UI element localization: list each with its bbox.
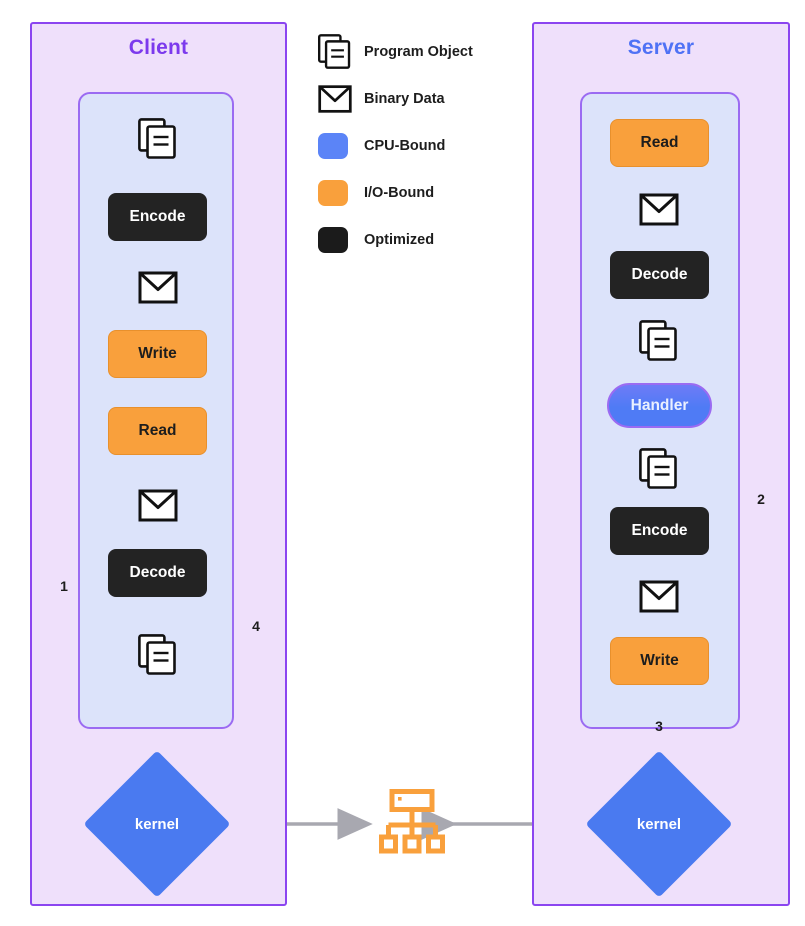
client-decode-label: Decode (129, 564, 186, 581)
legend: Program Object Binary Data CPU-Bound I/O… (318, 28, 518, 263)
client-write-label: Write (138, 345, 177, 362)
client-encode-node[interactable]: Encode (108, 193, 207, 241)
client-title: Client (128, 36, 189, 59)
server-program-object-in-icon (639, 320, 679, 362)
io-bound-swatch (318, 179, 348, 206)
network-sitemap-icon (379, 789, 445, 859)
flow-1-label: 1 (60, 578, 68, 594)
client-binary-data-out-icon (138, 270, 178, 305)
server-decode-node[interactable]: Decode (610, 251, 709, 299)
server-read-node[interactable]: Read (610, 119, 709, 167)
optimized-swatch (318, 226, 348, 253)
flow-3-label: 3 (655, 718, 663, 734)
flow-4-label: 4 (252, 618, 260, 634)
legend-program-object-icon (318, 33, 364, 70)
server-read-label: Read (640, 134, 679, 151)
legend-item-optimized: Optimized (318, 216, 518, 263)
client-kernel-node[interactable]: kernel (83, 750, 231, 898)
legend-label-cpu-bound: CPU-Bound (364, 137, 446, 154)
legend-io-bound-swatch-wrap (318, 179, 364, 206)
server-title: Server (627, 36, 695, 59)
legend-cpu-bound-swatch-wrap (318, 132, 364, 159)
server-decode-label: Decode (631, 266, 688, 283)
client-binary-data-in-icon (138, 488, 178, 523)
client-read-label: Read (138, 422, 177, 439)
legend-item-program-object: Program Object (318, 28, 518, 75)
legend-label-program-object: Program Object (364, 43, 473, 60)
server-kernel-label: kernel (636, 815, 682, 833)
legend-optimized-swatch-wrap (318, 226, 364, 253)
server-write-label: Write (640, 652, 679, 669)
cpu-bound-swatch (318, 132, 348, 159)
server-write-node[interactable]: Write (610, 637, 709, 685)
server-binary-data-in-icon (639, 192, 679, 227)
legend-label-io-bound: I/O-Bound (364, 184, 435, 201)
legend-label-optimized: Optimized (364, 231, 435, 248)
server-encode-node[interactable]: Encode (610, 507, 709, 555)
client-write-node[interactable]: Write (108, 330, 207, 378)
client-program-object-top-icon (138, 118, 178, 160)
server-handler-node[interactable]: Handler (607, 383, 712, 428)
client-decode-node[interactable]: Decode (108, 549, 207, 597)
client-read-node[interactable]: Read (108, 407, 207, 455)
legend-item-io-bound: I/O-Bound (318, 169, 518, 216)
legend-item-binary-data: Binary Data (318, 75, 518, 122)
client-program-object-bottom-icon (138, 634, 178, 676)
server-binary-data-out-icon (639, 579, 679, 614)
flow-2-label: 2 (757, 491, 765, 507)
legend-label-binary-data: Binary Data (364, 90, 445, 107)
client-kernel-label: kernel (134, 815, 180, 833)
client-encode-label: Encode (129, 208, 186, 225)
legend-binary-data-icon (318, 84, 364, 114)
server-kernel-node[interactable]: kernel (585, 750, 733, 898)
server-encode-label: Encode (631, 522, 688, 539)
server-program-object-out-icon (639, 448, 679, 490)
server-handler-label: Handler (630, 396, 689, 414)
legend-item-cpu-bound: CPU-Bound (318, 122, 518, 169)
